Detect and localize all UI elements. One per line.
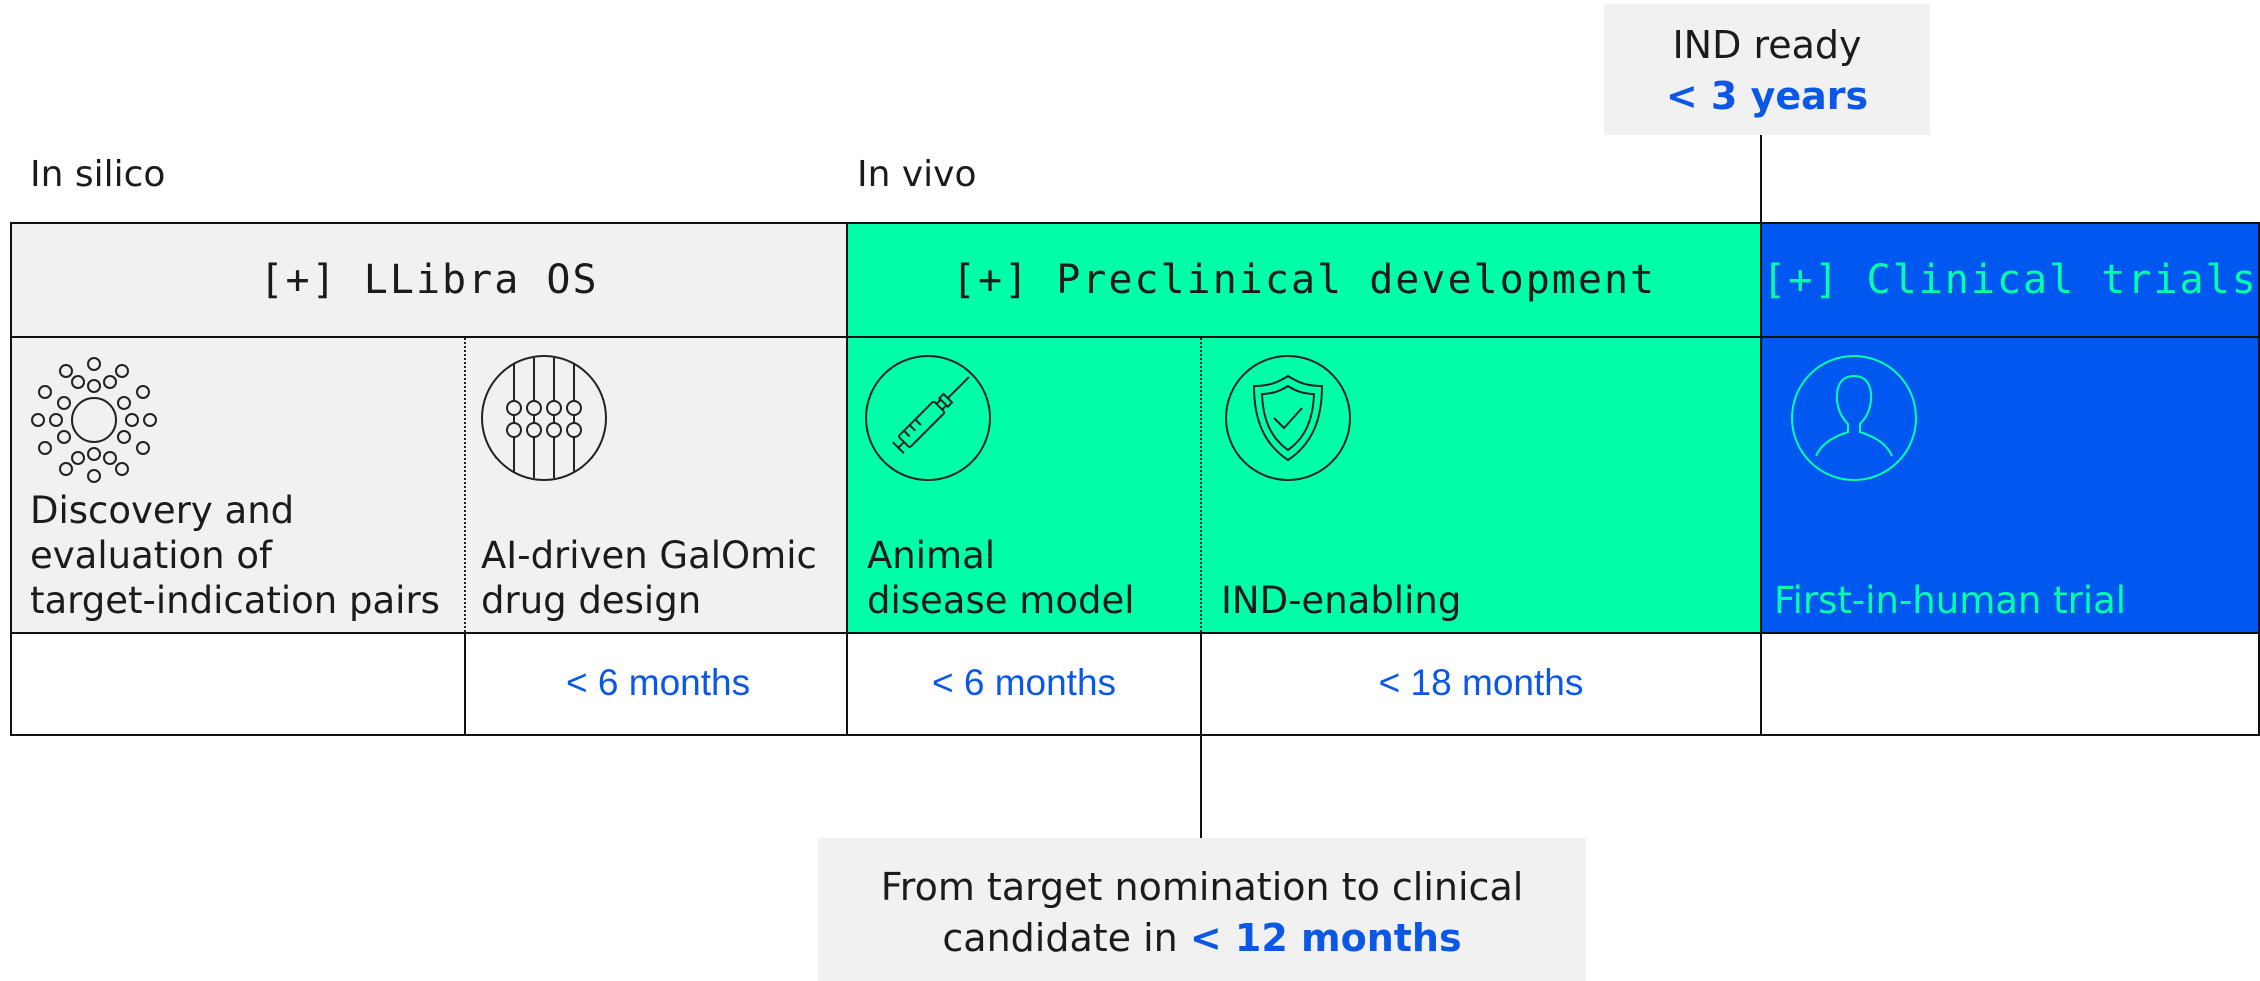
stage-divider <box>464 338 466 632</box>
duration-cell <box>10 632 466 736</box>
ind-ready-time: < 3 years <box>1665 74 1869 118</box>
phase-llibra-os-label: [+] LLibra OS <box>259 257 599 303</box>
duration-cell: < 6 months <box>846 632 1202 736</box>
stage-first-in-human-text: First-in-human trial <box>1774 579 2127 622</box>
duration-ind-enabling: < 18 months <box>1378 662 1584 703</box>
duration-animal-model: < 6 months <box>931 662 1117 703</box>
stage-animal-model-text: Animal disease model <box>867 534 1135 622</box>
phase-preclinical-label: [+] Preclinical development <box>951 257 1657 303</box>
bottom-connector-line <box>1200 734 1202 838</box>
stage-discovery-text: Discovery and evaluation of target-indic… <box>30 489 440 622</box>
syringe-icon <box>864 354 992 482</box>
phase-llibra-os[interactable]: [+] LLibra OS <box>10 222 848 338</box>
phase-preclinical[interactable]: [+] Preclinical development <box>846 222 1762 338</box>
stage-row-silico <box>10 336 848 634</box>
person-icon <box>1790 354 1918 482</box>
stage-drug-design-text: AI-driven GalOmic drug design <box>481 534 817 622</box>
ind-connector-line <box>1760 135 1762 225</box>
bottom-callout-time: < 12 months <box>1189 916 1462 960</box>
bottom-callout: From target nomination to clinical candi… <box>818 838 1586 981</box>
duration-cell: < 6 months <box>464 632 848 736</box>
duration-drug-design: < 6 months <box>566 662 751 703</box>
stage-ind-enabling-text: IND-enabling <box>1221 579 1462 622</box>
stage-row-vivo <box>846 336 1762 634</box>
ind-ready-callout: IND ready < 3 years <box>1604 4 1930 135</box>
in-vivo-label: In vivo <box>857 154 977 195</box>
phase-clinical-trials-label: [+] Clinical trials <box>1762 257 2258 303</box>
bottom-callout-line1: From target nomination to clinical <box>880 865 1524 909</box>
microarray-icon <box>480 354 608 482</box>
duration-cell <box>1760 632 2260 736</box>
bottom-callout-line2: candidate in < 12 months <box>942 916 1462 960</box>
shield-check-icon <box>1224 354 1352 482</box>
phase-clinical-trials[interactable]: [+] Clinical trials <box>1760 222 2260 338</box>
in-silico-label: In silico <box>30 154 166 195</box>
ind-ready-title: IND ready <box>1672 23 1862 67</box>
duration-cell: < 18 months <box>1200 632 1762 736</box>
molecular-network-icon <box>30 356 158 484</box>
stage-divider <box>1200 338 1202 632</box>
